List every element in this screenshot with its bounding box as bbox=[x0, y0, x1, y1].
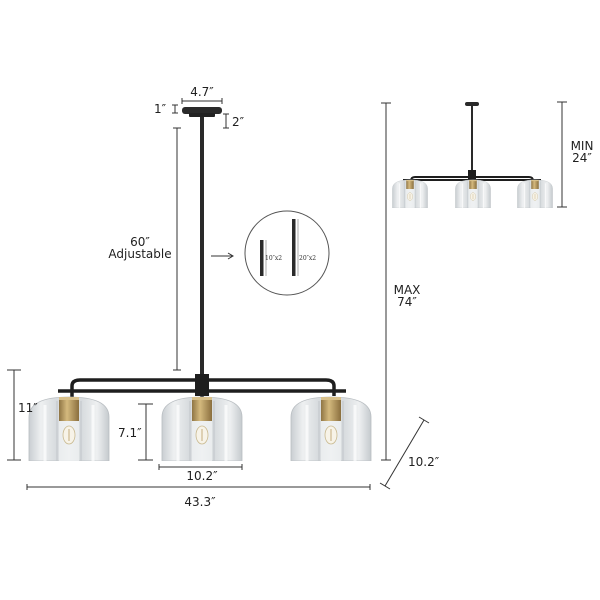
overall-width-label: 43.3″ bbox=[184, 495, 216, 509]
min-height-title: MIN bbox=[570, 139, 594, 153]
rod-adjustable-label: Adjustable bbox=[108, 247, 172, 261]
max-height-value: 74″ bbox=[397, 295, 417, 309]
min-height-value: 24″ bbox=[572, 151, 592, 165]
shade-height-label: 7.1″ bbox=[118, 426, 142, 440]
dimension-lines bbox=[7, 98, 430, 490]
canopy-height-label: 1″ bbox=[154, 102, 167, 116]
rod-length-label: 60″ bbox=[130, 235, 150, 249]
short-rod-label: 10″x2 bbox=[265, 255, 283, 262]
canopy bbox=[182, 107, 222, 114]
main-fixture bbox=[27, 107, 373, 461]
fixture-height-label: 11″ bbox=[18, 401, 38, 415]
depth-label: 10.2″ bbox=[408, 455, 440, 469]
canopy-width-label: 4.7″ bbox=[190, 85, 214, 99]
rod-detail-circle bbox=[244, 210, 330, 296]
side-view-dimension-lines bbox=[381, 101, 567, 461]
shade-width-label: 10.2″ bbox=[186, 469, 218, 483]
max-height-title: MAX bbox=[393, 283, 421, 297]
long-rod-label: 20″x2 bbox=[299, 255, 317, 262]
side-view-fixture bbox=[391, 102, 554, 208]
downrod bbox=[200, 117, 204, 377]
canopy-mount-label: 2″ bbox=[232, 115, 245, 129]
